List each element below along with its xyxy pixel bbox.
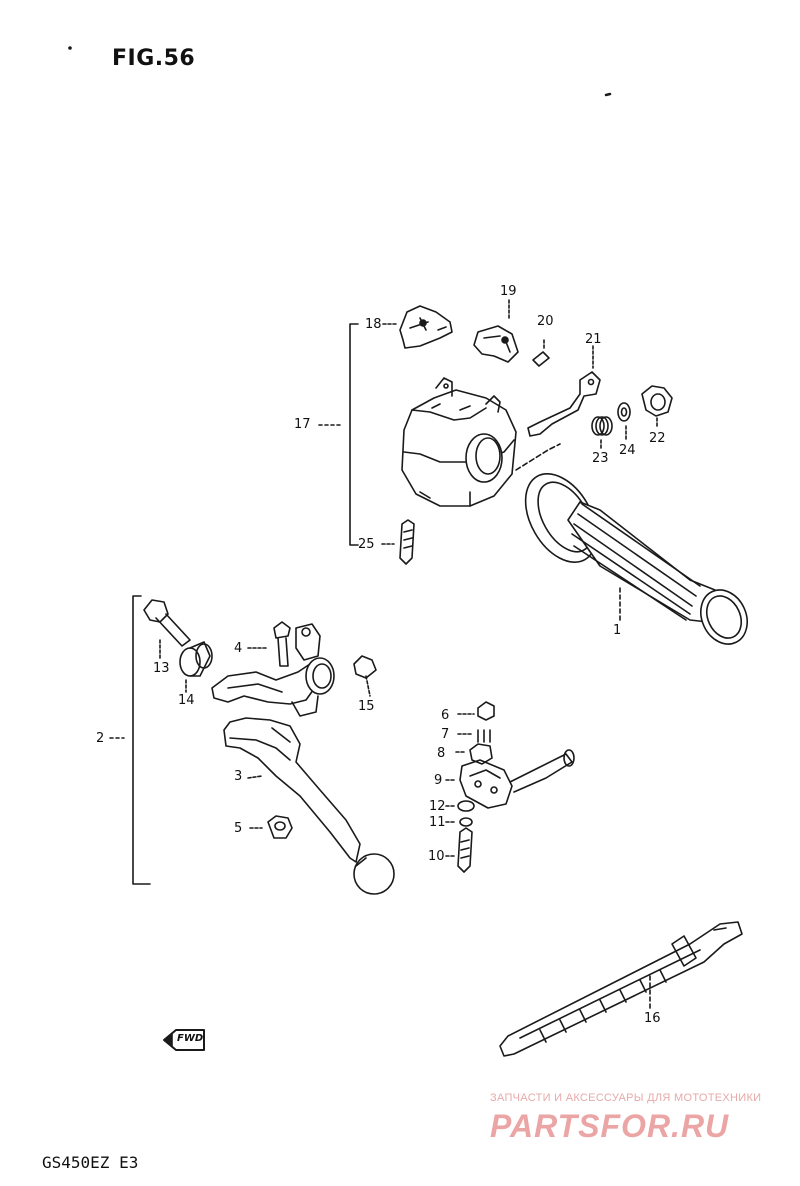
callout-2: 2 [96, 731, 105, 746]
callout-9: 9 [434, 773, 443, 788]
part-23-spring [592, 417, 612, 450]
callout-15: 15 [358, 699, 375, 714]
callout-1: 1 [613, 623, 622, 638]
callout-13: 13 [153, 661, 170, 676]
part-17-throttle-housing [402, 378, 560, 506]
callout-25: 25 [358, 537, 375, 552]
part-18-cable-guide [383, 306, 452, 348]
part-14-bushing [180, 642, 212, 692]
part-22-adjuster [642, 386, 672, 428]
part-19-guide [474, 300, 518, 362]
callout-5: 5 [234, 821, 243, 836]
part-10-screw [446, 828, 472, 872]
callout-4: 4 [234, 641, 243, 656]
part-4-bolt [248, 622, 290, 666]
part-11-washer [446, 818, 472, 826]
callout-14: 14 [178, 693, 195, 708]
watermark-brand: PARTSFOR.RU [490, 1108, 730, 1144]
part-24-washer [618, 403, 630, 440]
callout-6: 6 [441, 708, 450, 723]
part-2-lever-holder [212, 624, 334, 716]
part-15-screw [354, 656, 376, 696]
part-8-switch-piece [456, 744, 492, 764]
callout-7: 7 [441, 727, 450, 742]
callout-10: 10 [428, 849, 445, 864]
callout-21: 21 [585, 332, 602, 347]
part-16-cable-tie [500, 922, 742, 1056]
callout-12: 12 [429, 799, 446, 814]
fwd-arrow-icon [164, 1030, 204, 1050]
callout-16: 16 [644, 1011, 661, 1026]
callout-23: 23 [592, 451, 609, 466]
callout-17: 17 [294, 417, 311, 432]
fwd-label: FWD [177, 1033, 204, 1044]
part-7-clip [458, 730, 490, 742]
part-21-cable-link [528, 346, 600, 436]
callout-18: 18 [365, 317, 382, 332]
part-1-grip [511, 461, 756, 651]
part-13-bolt [144, 600, 190, 660]
callout-22: 22 [649, 431, 666, 446]
callout-3: 3 [234, 769, 243, 784]
speck-mark [69, 47, 71, 49]
bracket-17 [319, 324, 358, 545]
part-9-clutch-switch [446, 750, 574, 808]
callout-8: 8 [437, 746, 446, 761]
callout-11: 11 [429, 815, 446, 830]
model-code: GS450EZ E3 [42, 1153, 139, 1172]
callout-19: 19 [500, 284, 517, 299]
speck-mark [606, 94, 610, 95]
part-20-screw [533, 340, 549, 366]
part-6-screw [458, 702, 494, 720]
callout-24: 24 [619, 443, 636, 458]
part-25-screw [382, 520, 414, 564]
figure-title: FIG.56 [112, 46, 196, 71]
callout-20: 20 [537, 314, 554, 329]
watermark-subtitle: ЗАПЧАСТИ И АКСЕССУАРЫ ДЛЯ МОТОТЕХНИКИ [490, 1092, 762, 1104]
part-5-nut [250, 816, 292, 838]
part-12-washer [446, 801, 474, 811]
part-3-lever [224, 718, 394, 894]
bracket-2 [110, 596, 150, 884]
